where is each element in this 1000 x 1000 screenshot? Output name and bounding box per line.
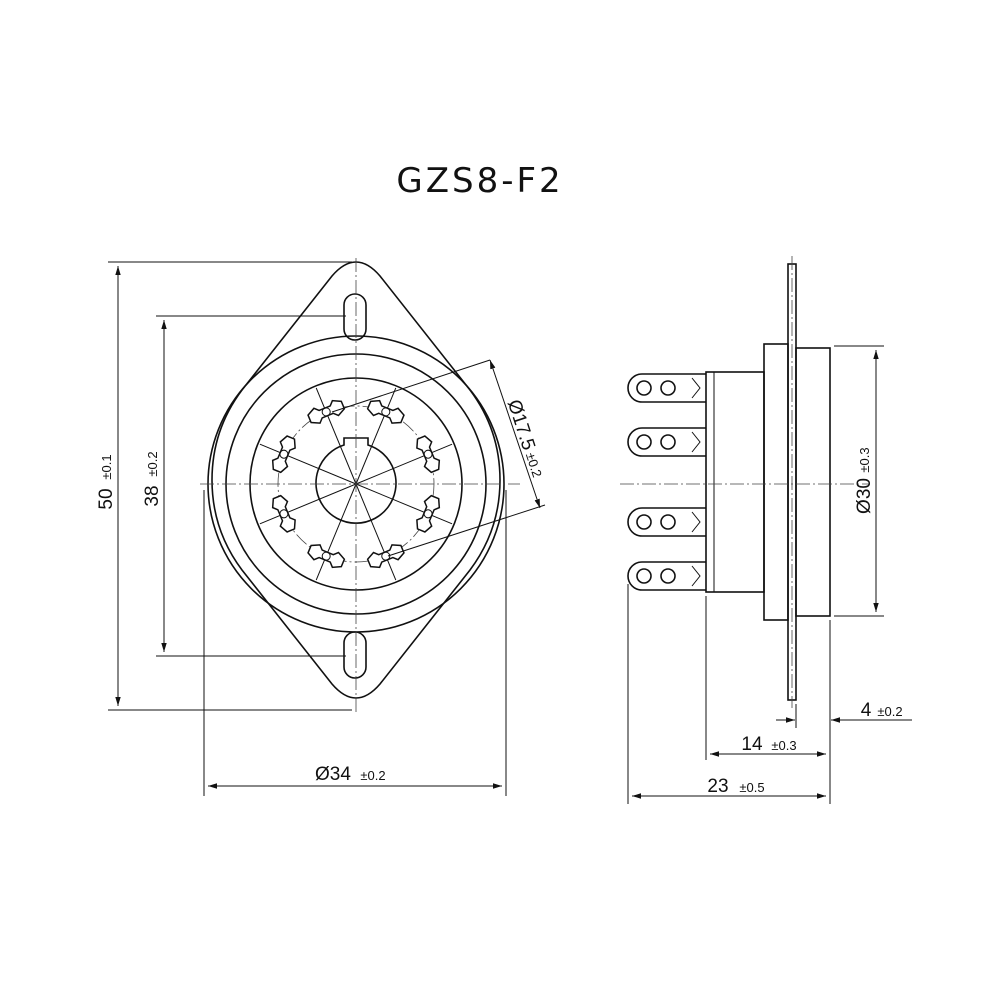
dim-17-5-line-b xyxy=(387,504,546,557)
socket-pin xyxy=(307,544,346,569)
terminal-tab xyxy=(691,511,701,533)
dim-17-5-value: Ø17.5 xyxy=(503,397,539,453)
dim-17-5-label: Ø17.5 ±0.2 xyxy=(503,397,545,480)
dim-17-5-line xyxy=(331,359,491,413)
dim-34-tol: ±0.2 xyxy=(360,768,385,783)
solder-terminal xyxy=(627,507,706,537)
dim-30-value: Ø30 xyxy=(854,478,875,514)
dim-17-5-tol: ±0.2 xyxy=(523,451,545,480)
terminal-lug xyxy=(627,507,706,537)
dim-23-tol: ±0.5 xyxy=(739,780,764,795)
pin-contact xyxy=(271,435,296,474)
pin-contact xyxy=(366,544,405,569)
terminal-hole xyxy=(636,434,652,450)
terminal-hole xyxy=(660,514,676,530)
terminal-lug xyxy=(627,373,706,403)
solder-terminal xyxy=(627,427,706,457)
socket-pin xyxy=(416,494,441,533)
terminal-hole xyxy=(636,380,652,396)
pin-hole xyxy=(279,449,289,459)
socket-pin xyxy=(307,399,346,424)
radial-line xyxy=(355,443,453,485)
socket-pin xyxy=(416,435,441,474)
dim-50-value: 50 xyxy=(96,488,117,509)
dim-14-value: 14 xyxy=(741,734,763,755)
radial-line xyxy=(259,443,357,485)
pin-contact xyxy=(271,494,296,533)
dim-23-value: 23 xyxy=(707,776,728,797)
dim-30-label: Ø30 ±0.3 xyxy=(854,447,875,514)
pin-contact xyxy=(366,399,405,424)
pin-hole xyxy=(321,407,331,417)
terminal-hole xyxy=(636,514,652,530)
radial-lines xyxy=(259,387,453,581)
pin-hole xyxy=(423,449,433,459)
front-view: 50 ±0.1 38 ±0.2 Ø17.5 ±0.2 Ø34 ±0.2 xyxy=(96,258,546,796)
body-rear xyxy=(705,371,765,593)
terminal-hole xyxy=(660,434,676,450)
pin-contact xyxy=(307,399,346,424)
radial-line xyxy=(259,483,357,525)
center-key-hole xyxy=(315,437,397,524)
terminal-tab xyxy=(691,377,701,399)
pin-hole xyxy=(381,407,391,417)
dim-50-label: 50 ±0.1 xyxy=(96,454,117,509)
terminal-hole xyxy=(660,380,676,396)
terminal-tab xyxy=(691,565,701,587)
terminal-tab xyxy=(691,431,701,453)
radial-line xyxy=(355,483,453,525)
dim-34-value: Ø34 xyxy=(315,764,351,785)
socket-pin xyxy=(271,435,296,474)
pin-contact xyxy=(307,544,346,569)
dim-4-tol: ±0.2 xyxy=(877,704,902,719)
terminal-lug xyxy=(627,427,706,457)
side-view: Ø30 ±0.3 4 ±0.2 14 ±0.3 23 ±0.5 xyxy=(620,256,912,804)
dim-38-label: 38 ±0.2 xyxy=(142,451,163,506)
pin-hole xyxy=(423,509,433,519)
dim-38-tol: ±0.2 xyxy=(145,451,160,476)
radial-line xyxy=(315,387,357,485)
dim-30-tol: ±0.3 xyxy=(857,447,872,472)
dim-38-value: 38 xyxy=(142,485,163,506)
solder-terminals xyxy=(627,373,706,591)
dim-14-tol: ±0.3 xyxy=(771,738,796,753)
pin-hole xyxy=(321,551,331,561)
body-step xyxy=(763,343,789,621)
socket-pins xyxy=(271,399,441,569)
terminal-hole xyxy=(660,568,676,584)
drawing-title: GZS8-F2 xyxy=(396,161,563,201)
socket-pin xyxy=(271,494,296,533)
pin-hole xyxy=(381,551,391,561)
mounting-slot-top xyxy=(343,293,367,341)
socket-pin xyxy=(366,399,405,424)
pin-contact xyxy=(416,494,441,533)
radial-line xyxy=(355,483,397,581)
terminal-hole xyxy=(636,568,652,584)
radial-line xyxy=(355,387,397,485)
solder-terminal xyxy=(627,373,706,403)
dim-4-value: 4 xyxy=(861,700,872,721)
dim-50-tol: ±0.1 xyxy=(99,454,114,479)
socket-pin xyxy=(366,544,405,569)
solder-terminal xyxy=(627,561,706,591)
terminal-lug xyxy=(627,561,706,591)
radial-line xyxy=(315,483,357,581)
dim-17-5-arrow xyxy=(489,359,541,509)
pin-hole xyxy=(279,509,289,519)
mounting-slot-bottom xyxy=(343,631,367,679)
pin-contact xyxy=(416,435,441,474)
body-front xyxy=(795,347,831,617)
